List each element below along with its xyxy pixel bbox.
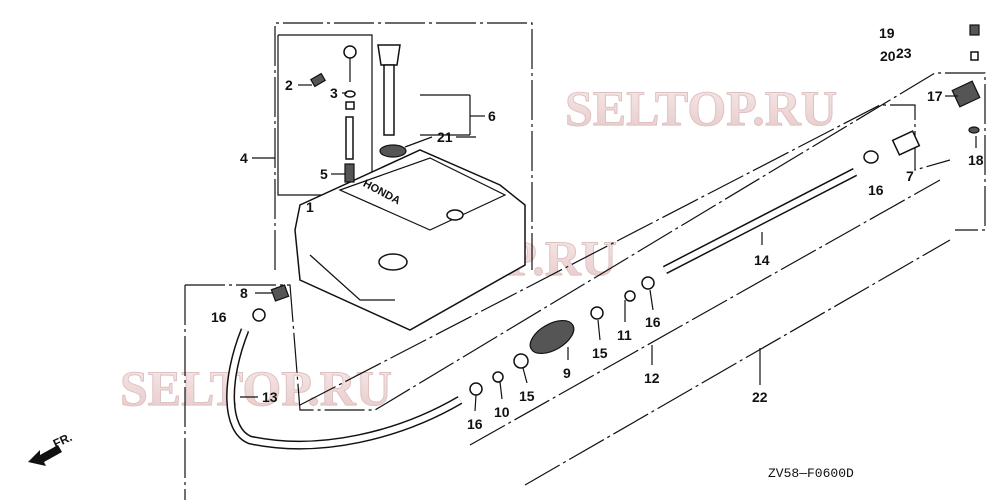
callout-23: 23	[896, 45, 912, 61]
callout-9: 9	[563, 365, 571, 381]
assembly-frame-lines	[184, 22, 986, 500]
watermark: SELTOP.RU	[565, 80, 837, 136]
callout-11: 11	[617, 327, 632, 343]
part-pipe	[345, 116, 354, 160]
callout-16: 16	[868, 182, 884, 198]
callout-17: 17	[927, 88, 943, 104]
leader-lines	[240, 84, 977, 412]
callout-22: 22	[752, 389, 768, 405]
callout-19: 19	[879, 25, 895, 41]
callout-10: 10	[494, 404, 510, 420]
callout-2: 2	[285, 77, 293, 93]
callout-15: 15	[592, 345, 608, 361]
front-direction-marker: FR.	[28, 430, 74, 466]
callout-13: 13	[262, 389, 278, 405]
fuel-tank: HONDA	[294, 149, 526, 331]
part-8-connector	[270, 284, 290, 302]
arrow-icon	[28, 445, 62, 466]
callout-16: 16	[211, 309, 227, 325]
direction-label: FR.	[51, 430, 74, 451]
drawing-code: ZV58—F0600D	[768, 466, 854, 481]
part-fuel-cap-valve	[343, 45, 357, 59]
part-19-bolt	[969, 24, 980, 36]
part-7-connector	[891, 130, 921, 156]
part-20-collar	[970, 51, 979, 61]
part-5-filter	[344, 163, 355, 183]
part-9-primer-bulb	[529, 319, 575, 355]
watermark: SELTOP.RU	[120, 360, 392, 416]
callout-16: 16	[467, 416, 483, 432]
callout-20: 20	[880, 48, 896, 64]
callout-3: 3	[330, 85, 338, 101]
part-11-joint	[624, 290, 636, 302]
part-18-washer	[968, 126, 980, 134]
part-21-gasket	[379, 144, 407, 158]
parts	[226, 24, 981, 450]
callout-5: 5	[320, 166, 328, 182]
callout-6: 6	[488, 108, 496, 124]
callout-14: 14	[754, 252, 770, 268]
callout-8: 8	[240, 285, 248, 301]
callout-labels: 1 2 3 4 5 6 7 8 9 10 11 12 13 14 15 15 1…	[211, 25, 984, 432]
callout-18: 18	[968, 152, 984, 168]
callout-4: 4	[240, 150, 248, 166]
callout-15: 15	[519, 388, 535, 404]
part-10-joint	[492, 371, 504, 383]
part-2-fitting	[309, 72, 327, 88]
callout-16: 16	[645, 314, 661, 330]
callout-21: 21	[437, 129, 453, 145]
callout-12: 12	[644, 370, 660, 386]
part-16-clamp	[863, 150, 879, 164]
callout-1: 1	[306, 199, 314, 215]
callout-7: 7	[906, 168, 914, 184]
part-6-gauge	[377, 44, 401, 66]
part-17-bracket	[951, 80, 981, 108]
